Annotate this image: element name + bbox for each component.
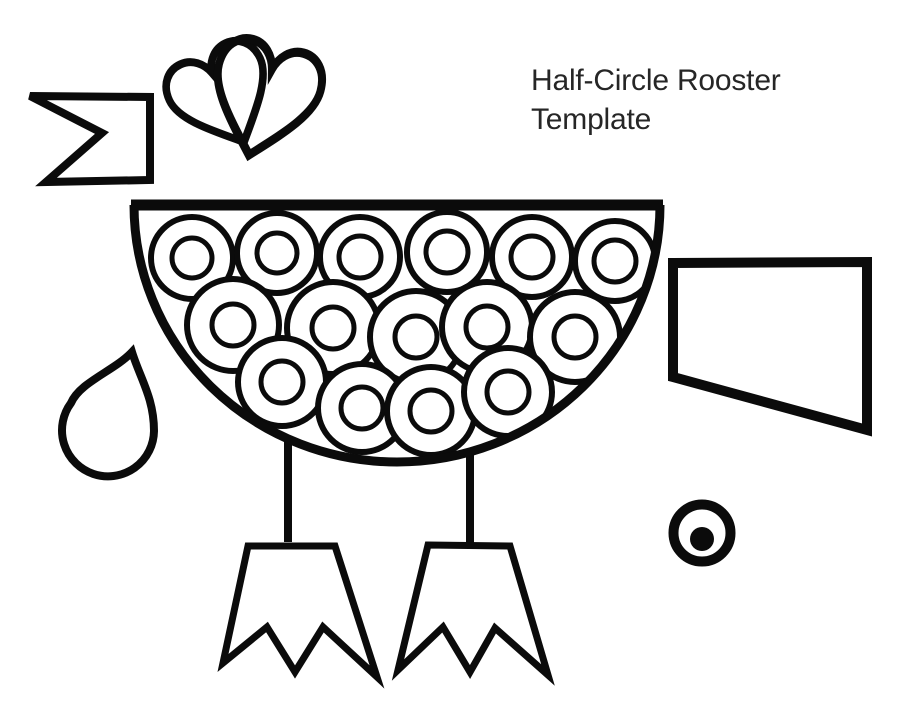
comb-flag-shape [28, 92, 154, 187]
legs [284, 436, 474, 544]
feet [217, 541, 555, 689]
eye-shape [668, 499, 736, 567]
title-line-1: Half-Circle Rooster [531, 64, 781, 97]
right-foot-shape [391, 541, 555, 686]
left-foot-shape [217, 542, 385, 689]
wattle-teardrop-shape [58, 344, 159, 481]
tail-trapezoid-shape [668, 256, 872, 437]
title-line-2: Template [531, 103, 651, 136]
page-title: Half-Circle Rooster Template [531, 64, 781, 136]
body-arc-outline [129, 204, 665, 467]
feather-donut-circles [148, 209, 658, 458]
half-circle-body [129, 199, 665, 467]
eye-pupil-dot [690, 527, 714, 551]
